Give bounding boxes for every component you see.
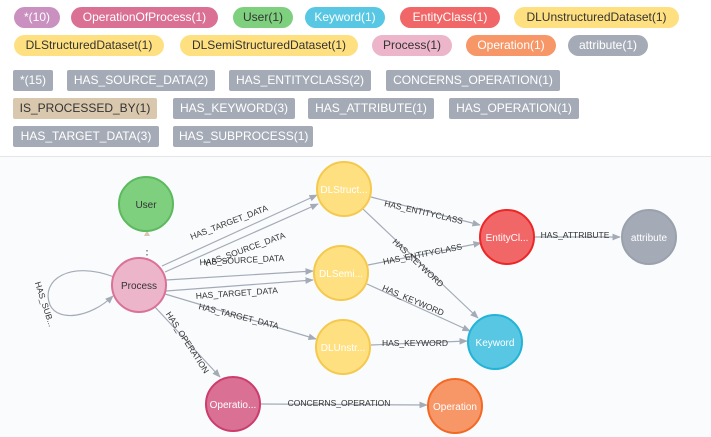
node-circle[interactable] xyxy=(479,209,535,265)
graph-edge[interactable]: HAS_SOURCE_DATA xyxy=(165,253,314,281)
edge-line[interactable] xyxy=(165,277,314,292)
rel-type-has-target-data[interactable]: HAS_TARGET_DATA(3) xyxy=(13,126,159,147)
graph-edge[interactable]: HAS_KEYWORD xyxy=(366,283,471,332)
edge-label: CONCERNS_OPERATION xyxy=(288,398,391,408)
node-circle[interactable] xyxy=(118,176,174,232)
graph-node-dlunstr[interactable]: DLUnstr... xyxy=(315,319,371,375)
node-circle[interactable] xyxy=(427,378,483,434)
node-caption: Operation xyxy=(433,402,477,413)
edge-line[interactable] xyxy=(161,194,318,267)
node-label-operation[interactable]: Operation(1) xyxy=(466,35,556,56)
edge-line[interactable] xyxy=(154,306,221,378)
edge-line[interactable] xyxy=(370,196,481,227)
edge-label: HAS_KEYWORD xyxy=(382,338,448,348)
node-label-attribute[interactable]: attribute(1) xyxy=(568,35,648,56)
edge-line[interactable] xyxy=(260,401,428,409)
graph-edge[interactable] xyxy=(144,230,150,259)
graph-node-dlsemi[interactable]: DLSemi... xyxy=(313,245,369,301)
legend-panel: *(10) OperationOfProcess(1) User(1) Keyw… xyxy=(0,0,711,156)
rel-type-has-attribute[interactable]: HAS_ATTRIBUTE(1) xyxy=(308,98,434,119)
node-caption: User xyxy=(135,200,157,211)
graph-node-user[interactable]: User xyxy=(118,176,174,232)
graph-node-entitycl[interactable]: EntityCl... xyxy=(479,209,535,265)
node-label-operationofprocess[interactable]: OperationOfProcess(1) xyxy=(71,7,218,28)
node-caption: DLStruct... xyxy=(320,185,367,196)
node-caption: DLUnstr... xyxy=(321,343,365,354)
graph-edge[interactable]: HAS_TARGET_DATA xyxy=(165,277,314,301)
node-label-all[interactable]: *(10) xyxy=(14,7,60,28)
edge-label: HAS_TARGET_DATA xyxy=(198,301,280,331)
graph-node-operatio[interactable]: Operatio... xyxy=(205,376,261,432)
edge-line[interactable] xyxy=(367,241,482,266)
graph-edge[interactable]: HAS_OPERATION xyxy=(154,306,221,378)
graph-node-keyword[interactable]: Keyword xyxy=(467,314,523,370)
edge-arrowhead xyxy=(144,230,150,236)
graph-edge[interactable]: HAS_ATTRIBUTE xyxy=(535,230,621,241)
node-circle[interactable] xyxy=(205,376,261,432)
graph-node-process[interactable]: Process xyxy=(111,257,167,313)
edge-label: HAS_ATTRIBUTE xyxy=(541,230,610,240)
rel-type-has-keyword[interactable]: HAS_KEYWORD(3) xyxy=(173,98,295,119)
rel-type-all[interactable]: *(15) xyxy=(13,70,53,91)
rel-type-concerns-operation[interactable]: CONCERNS_OPERATION(1) xyxy=(386,70,560,91)
node-label-user[interactable]: User(1) xyxy=(233,7,293,28)
edge-line[interactable] xyxy=(366,283,471,332)
panel-divider xyxy=(0,156,711,157)
graph-edge[interactable]: HAS_KEYWORD xyxy=(370,337,468,348)
edge-label: HAS_SUB... xyxy=(33,280,57,328)
node-label-entityclass[interactable]: EntityClass(1) xyxy=(400,7,500,28)
node-label-process[interactable]: Process(1) xyxy=(372,35,452,56)
node-circle[interactable] xyxy=(621,209,677,265)
node-circle[interactable] xyxy=(467,314,523,370)
rel-type-is-processed-by[interactable]: IS_PROCESSED_BY(1) xyxy=(13,98,157,119)
node-label-dlstructureddataset[interactable]: DLStructuredDataset(1) xyxy=(14,35,164,56)
node-label-dlsemistructureddataset[interactable]: DLSemiStructuredDataset(1) xyxy=(180,35,358,56)
node-caption: Process xyxy=(121,281,157,292)
graph-edge[interactable]: HAS_ENTITYCLASS xyxy=(370,196,481,227)
edge-line[interactable] xyxy=(47,270,115,317)
graph-edge[interactable]: CONCERNS_OPERATION xyxy=(260,398,428,409)
edge-label: HAS_KEYWORD xyxy=(381,283,446,318)
edge-line[interactable] xyxy=(362,208,479,319)
node-circle[interactable] xyxy=(111,257,167,313)
edge-label: HAS_OPERATION xyxy=(164,310,211,376)
node-label-dlunstructureddataset[interactable]: DLUnstructuredDataset(1) xyxy=(514,7,679,28)
graph-node-attribute[interactable]: attribute xyxy=(621,209,677,265)
node-circle[interactable] xyxy=(316,161,372,217)
node-circle[interactable] xyxy=(313,245,369,301)
edge-line[interactable] xyxy=(165,268,314,281)
rel-type-has-entityclass[interactable]: HAS_ENTITYCLASS(2) xyxy=(229,70,371,91)
node-label-keyword[interactable]: Keyword(1) xyxy=(305,7,385,28)
edge-label: HAS_SOURCE_DATA xyxy=(199,253,284,267)
node-circle[interactable] xyxy=(315,319,371,375)
rel-type-has-subprocess[interactable]: HAS_SUBPROCESS(1) xyxy=(173,126,313,147)
rel-type-has-source-data[interactable]: HAS_SOURCE_DATA(2) xyxy=(67,70,215,91)
edge-line[interactable] xyxy=(370,337,468,346)
graph-edge[interactable]: HAS_SUB... xyxy=(33,270,115,328)
node-caption: EntityCl... xyxy=(486,233,529,244)
rel-type-has-operation[interactable]: HAS_OPERATION(1) xyxy=(449,98,579,119)
node-caption: Keyword xyxy=(476,338,515,349)
node-caption: DLSemi... xyxy=(319,269,363,280)
edge-line[interactable] xyxy=(164,203,319,273)
graph-node-operation[interactable]: Operation xyxy=(427,378,483,434)
node-caption: Operatio... xyxy=(210,400,257,411)
node-caption: attribute xyxy=(631,233,668,244)
edge-label: HAS_ENTITYCLASS xyxy=(383,198,464,226)
edge-line[interactable] xyxy=(164,293,317,341)
graph-node-dlstruct[interactable]: DLStruct... xyxy=(316,161,372,217)
